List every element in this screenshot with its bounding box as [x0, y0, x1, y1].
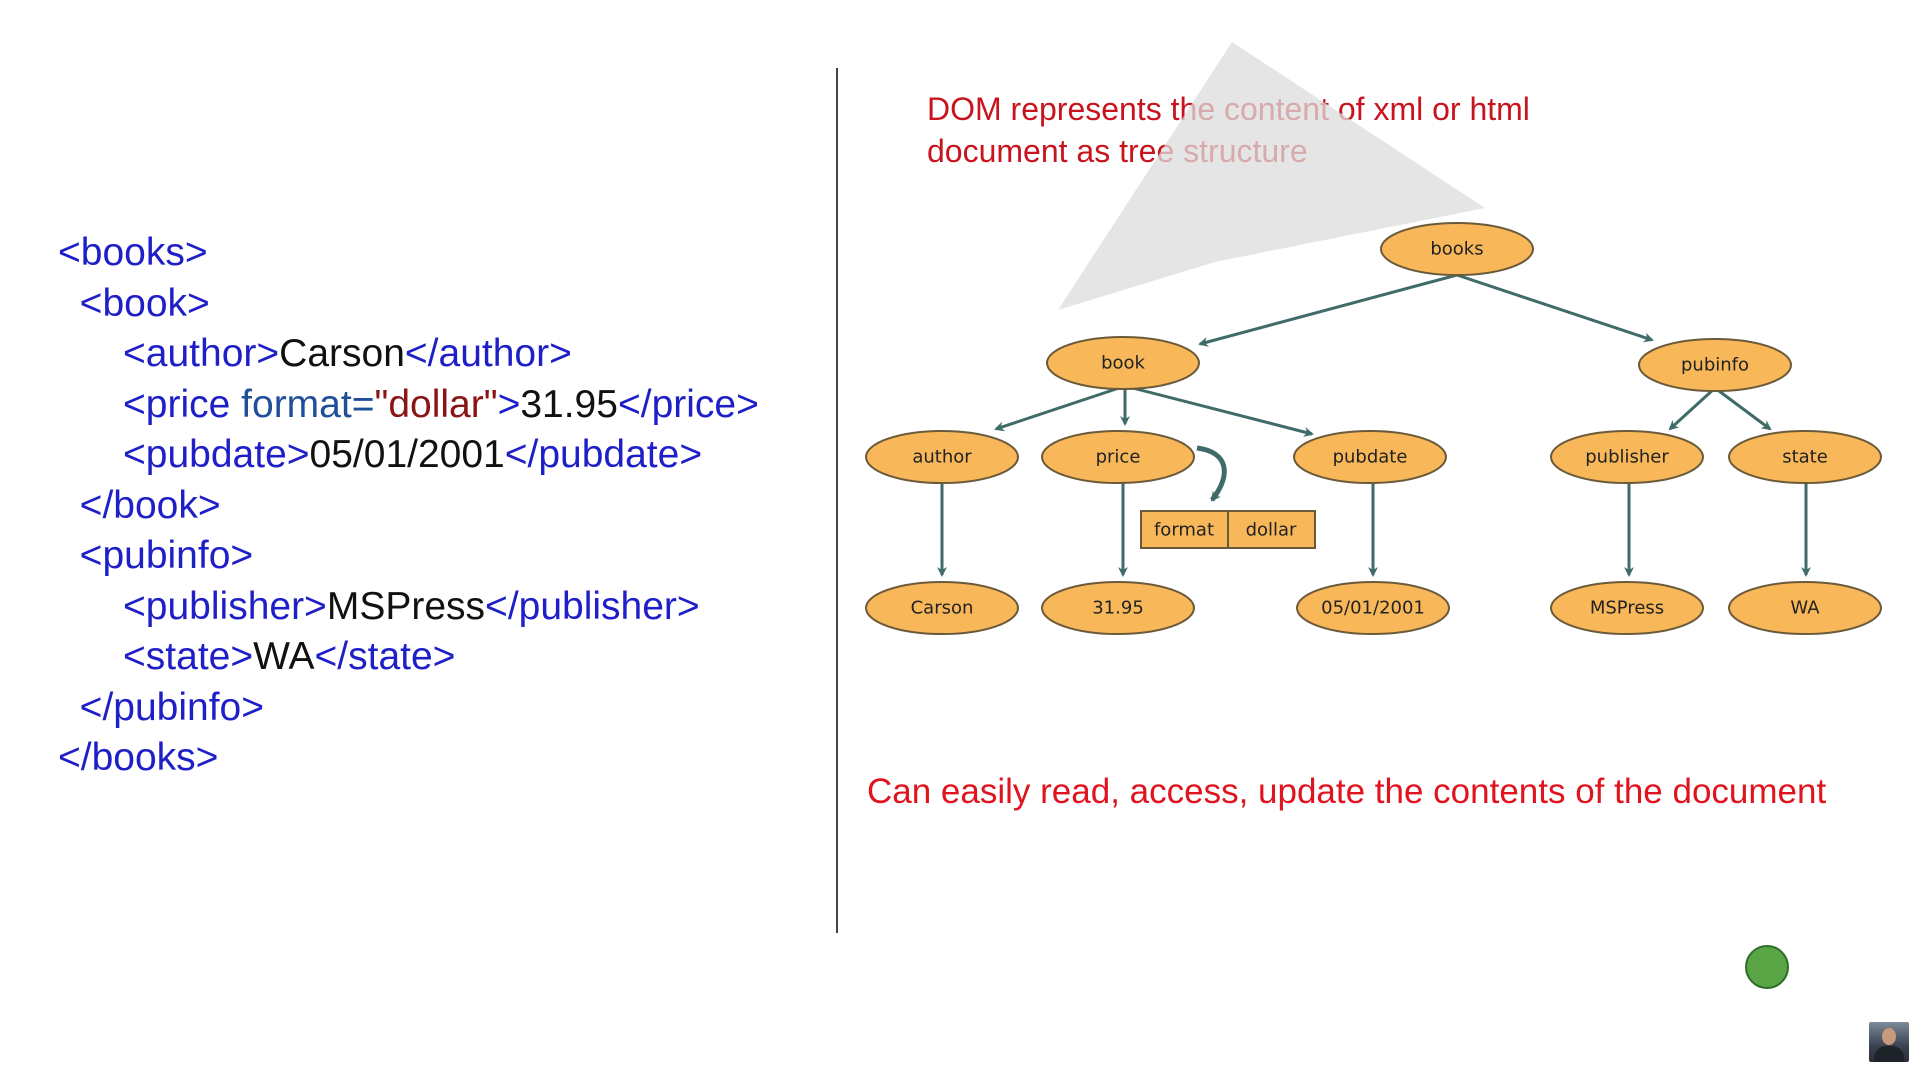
node-author — [865, 430, 1019, 484]
tag-publisher-open: <publisher> — [123, 584, 327, 628]
code-line-books-close: </books> — [58, 733, 759, 784]
code-line-book-close: </book> — [58, 481, 759, 532]
edge-book-pubdate — [1124, 384, 1314, 437]
tag-author-open: <author> — [123, 332, 280, 375]
tag-book-open: <book> — [79, 281, 210, 325]
tag-price-end: > — [497, 382, 521, 426]
code-line-pubinfo-close: </pubinfo> — [58, 683, 759, 734]
label-publisher: publisher — [1585, 447, 1669, 468]
code-line-publisher: <publisher>MSPress</publisher> — [58, 582, 759, 633]
edge-book-author — [994, 384, 1126, 432]
edge-books-pubinfo — [1456, 273, 1654, 343]
tag-publisher-close: </publisher> — [485, 584, 700, 628]
label-author: author — [912, 447, 972, 468]
tag-price-close: </price> — [617, 382, 759, 426]
node-pubinfo — [1638, 338, 1792, 392]
label-pubdate-value: 05/01/2001 — [1321, 598, 1425, 619]
label-book: book — [1101, 353, 1145, 374]
tree-edges — [937, 273, 1811, 577]
tag-pubinfo-close: </pubinfo> — [79, 685, 265, 729]
tag-books-close: </books> — [58, 736, 219, 779]
label-state: state — [1782, 447, 1828, 468]
node-wa — [1728, 581, 1882, 635]
node-pubdate-value — [1296, 581, 1450, 635]
label-wa: WA — [1790, 598, 1820, 619]
code-line-books-open: <books> — [58, 228, 759, 279]
tag-pubdate-open: <pubdate> — [123, 433, 310, 476]
tag-price-open: <price — [123, 382, 242, 426]
pointer-shadow — [1058, 42, 1485, 310]
code-line-pubinfo-open: <pubinfo> — [58, 531, 759, 582]
price-attr-name: format= — [241, 382, 375, 426]
author-text: Carson — [279, 332, 405, 375]
tag-book-close: </book> — [79, 483, 221, 527]
edge-pubinfo-publisher — [1668, 386, 1717, 431]
node-price — [1041, 430, 1195, 484]
code-line-book-open: <book> — [58, 279, 759, 330]
pubdate-text: 05/01/2001 — [309, 433, 505, 476]
publisher-text: MSPress — [326, 584, 486, 628]
node-price-value — [1041, 581, 1195, 635]
label-mspress: MSPress — [1590, 598, 1664, 619]
node-mspress — [1550, 581, 1704, 635]
node-books — [1380, 222, 1534, 276]
attribute-value-box — [1227, 510, 1316, 549]
label-books: books — [1430, 239, 1483, 260]
tag-state-open: <state> — [123, 635, 254, 678]
state-text: WA — [253, 635, 315, 678]
price-attr-value: "dollar" — [374, 382, 498, 426]
code-line-state: <state>WA</state> — [58, 632, 759, 683]
xml-code-block: <books> <book> <author>Carson</author> <… — [58, 228, 759, 784]
green-dot-indicator — [1745, 945, 1789, 989]
label-carson: Carson — [911, 598, 974, 619]
node-pubdate — [1293, 430, 1447, 484]
code-line-author: <author>Carson</author> — [58, 329, 759, 380]
node-publisher — [1550, 430, 1704, 484]
avatar-head — [1882, 1028, 1896, 1045]
code-line-pubdate: <pubdate>05/01/2001</pubdate> — [58, 430, 759, 481]
avatar-shoulders — [1874, 1046, 1904, 1062]
node-carson — [865, 581, 1019, 635]
presenter-avatar — [1869, 1022, 1909, 1062]
tag-pubinfo-open: <pubinfo> — [79, 534, 254, 577]
label-price: price — [1096, 447, 1141, 468]
code-line-price: <price format="dollar">31.95</price> — [58, 380, 759, 431]
tree-labels: books book pubinfo author price pubdate … — [911, 239, 1828, 619]
vertical-divider — [836, 68, 838, 933]
label-attribute-value: dollar — [1246, 520, 1297, 541]
label-attribute-name: format — [1154, 520, 1214, 541]
dom-benefit-note: Can easily read, access, update the cont… — [867, 772, 1827, 811]
tag-state-close: </state> — [314, 635, 456, 678]
label-pubdate: pubdate — [1333, 447, 1408, 468]
price-text: 31.95 — [520, 382, 618, 426]
node-state — [1728, 430, 1882, 484]
tag-books-open: <books> — [58, 231, 208, 274]
attribute-name-box — [1140, 510, 1229, 549]
label-pubinfo: pubinfo — [1681, 355, 1749, 376]
tree-nodes — [865, 222, 1882, 635]
edge-price-attribute — [1196, 445, 1227, 502]
edge-books-book — [1198, 273, 1458, 347]
tag-author-close: </author> — [404, 332, 572, 375]
tag-pubdate-close: </pubdate> — [504, 433, 703, 476]
edge-pubinfo-state — [1714, 386, 1772, 431]
label-price-value: 31.95 — [1092, 598, 1144, 619]
node-book — [1046, 336, 1200, 390]
